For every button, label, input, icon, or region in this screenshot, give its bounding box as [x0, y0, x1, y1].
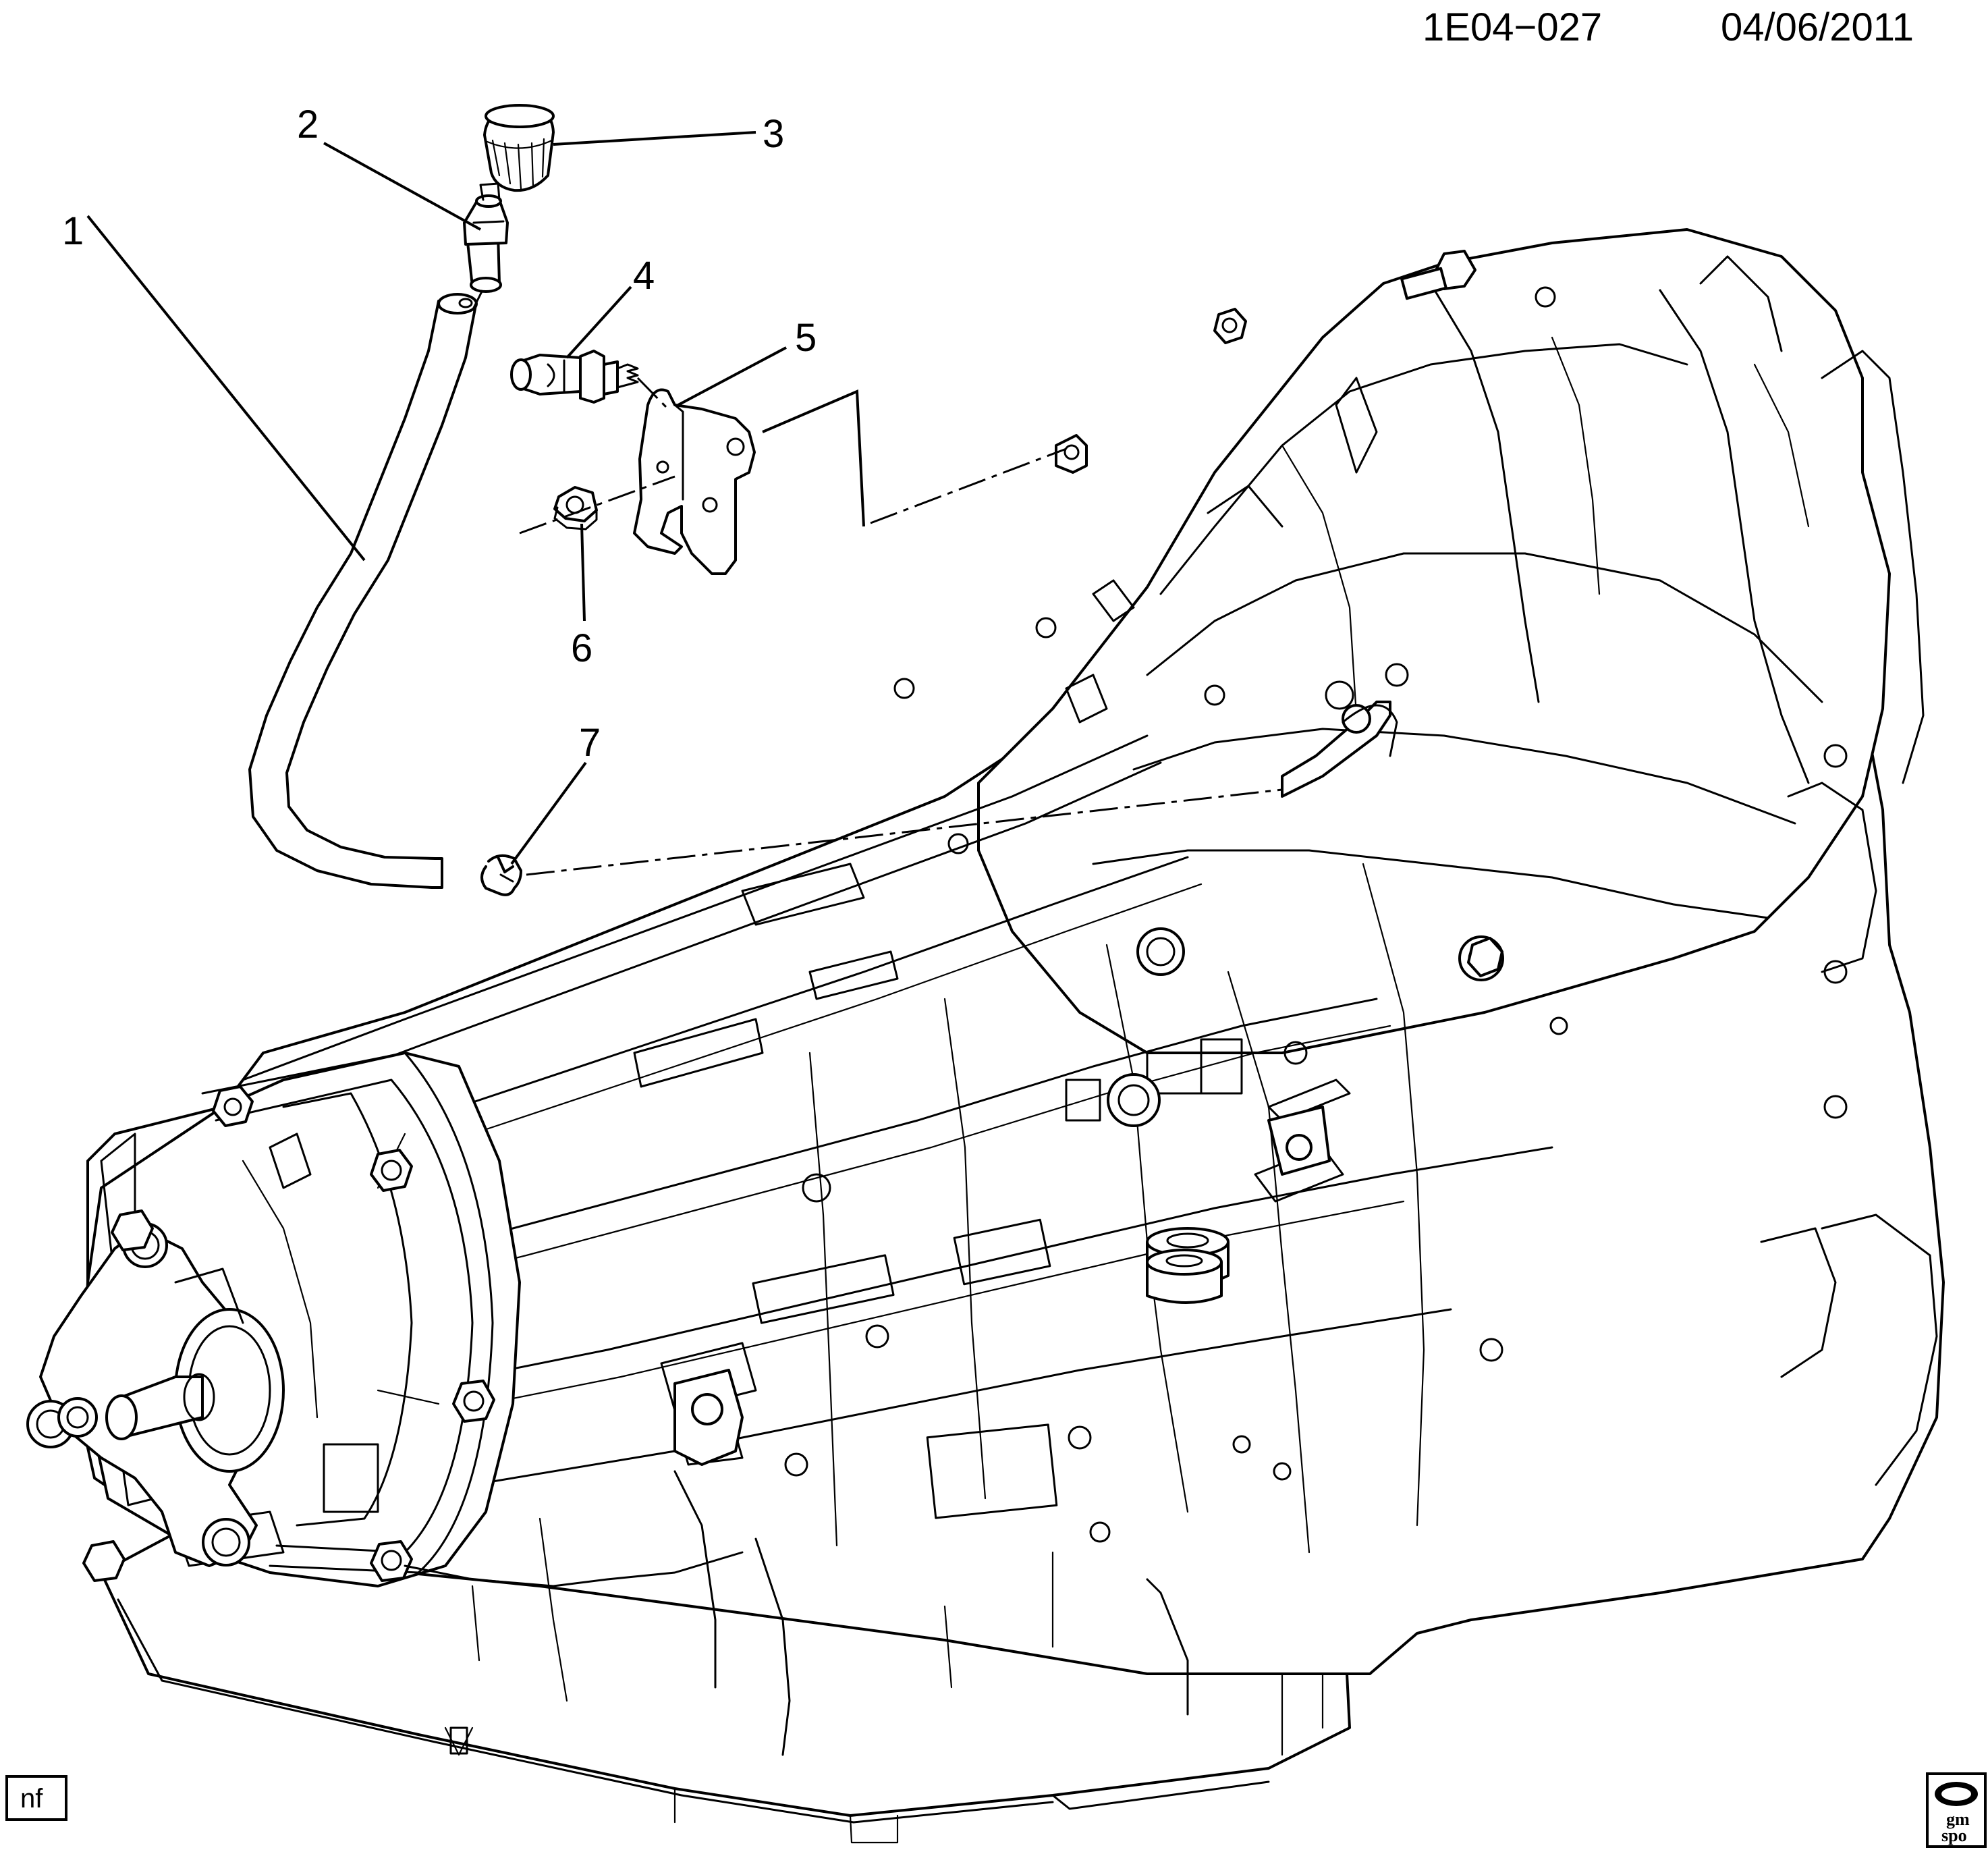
vent-fitting-part-2 [463, 182, 509, 293]
leader-1 [86, 215, 366, 562]
nf-tag: nf [5, 1775, 67, 1821]
leader-2 [323, 142, 481, 231]
leader-6 [580, 523, 586, 622]
logo-gm-text: gm [1946, 1809, 1970, 1829]
leader-3 [553, 131, 756, 146]
leader-5 [678, 346, 787, 406]
connector-part-4 [510, 350, 639, 404]
callout-7: 7 [579, 721, 601, 765]
leader-7 [510, 761, 587, 865]
clip-part-7 [480, 854, 522, 896]
vent-cap-part-3 [483, 104, 555, 192]
callout-3: 3 [763, 112, 784, 156]
nf-tag-text: nf [20, 1784, 43, 1814]
callout-5: 5 [795, 316, 817, 360]
illustration-id: 1E04−027 [1423, 5, 1602, 49]
vent-hose-part-1 [248, 293, 478, 889]
centerline-nut-to-bracket [519, 475, 675, 535]
callout-6: 6 [571, 626, 592, 670]
logo-spo-text: spo [1941, 1826, 1967, 1845]
centerline-clip-to-case [526, 788, 1283, 876]
transmission-assembly [26, 228, 1945, 1844]
bracket-part-5 [633, 388, 756, 575]
gm-spo-logo: gm spo [1926, 1772, 1987, 1848]
centerline-bracket-to-case [870, 447, 1067, 524]
bracket-mount-line [762, 389, 865, 527]
centerline-connector-to-bracket [636, 377, 669, 410]
callout-1: 1 [62, 209, 84, 253]
diagram-date: 04/06/2011 [1721, 5, 1914, 49]
centerline-fitting-to-hose [471, 290, 484, 311]
callout-4: 4 [633, 254, 655, 298]
nut-part-6 [553, 486, 598, 530]
callout-2: 2 [297, 103, 319, 146]
leader-4 [565, 285, 632, 359]
